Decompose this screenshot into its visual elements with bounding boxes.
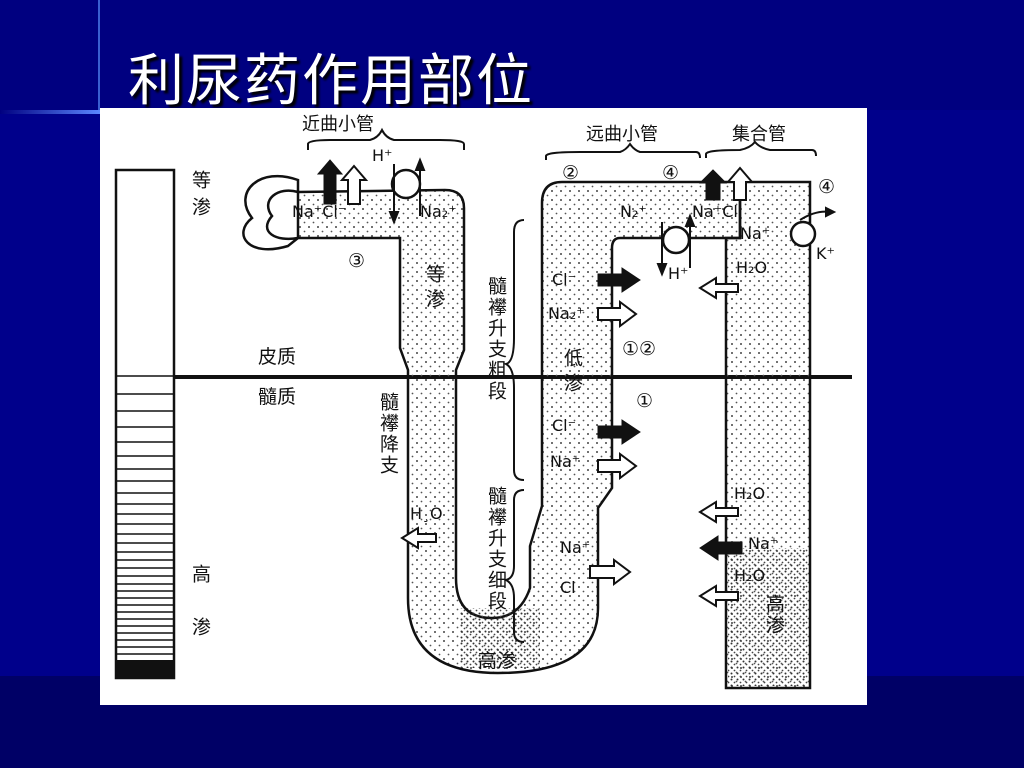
nephron-diagram: 近曲小管 远曲小管 集合管 髓襻降支 髓襻升支粗段 髓襻升支细段 等渗 等渗 低… — [100, 108, 867, 705]
open-arrows — [339, 164, 755, 608]
marker-site-4-collecting: ④ — [818, 176, 836, 198]
bowman-capsule — [242, 174, 300, 251]
loop-bottom-dense — [460, 608, 540, 668]
label-hypertonic-collecting: 高渗 — [763, 594, 785, 636]
solid-arrows — [316, 159, 743, 561]
ion-cl-upper: Cl⁻ — [552, 270, 577, 289]
distal-transporter — [661, 225, 691, 255]
proximal-transporter — [390, 168, 422, 200]
proximal-bracket — [307, 127, 465, 150]
ion-h-distal: H⁺ — [668, 264, 689, 283]
ion-nacl-distal: Na⁺Cl — [692, 202, 738, 221]
label-medulla: 髓质 — [258, 386, 297, 408]
accent-horizontal-line — [0, 110, 100, 114]
ion-na-lower: Na⁺ — [550, 452, 581, 471]
marker-site-1: ① — [636, 390, 654, 412]
thick-ascending-bracket — [503, 219, 525, 481]
ion-na-collecting: Na⁺ — [740, 224, 771, 243]
label-thick-ascending: 髓襻升支粗段 — [485, 276, 507, 402]
distal-bracket — [545, 142, 701, 160]
ion-na-thin: Na⁺ — [560, 538, 591, 557]
nephron-drawing — [114, 127, 852, 690]
ion-k-collecting: K⁺ — [816, 244, 835, 263]
marker-site-1-2: ①② — [622, 338, 657, 360]
label-thin-ascending: 髓襻升支细段 — [485, 486, 507, 612]
label-isotonic-scale: 等渗 — [189, 170, 211, 224]
ion-na2-distal: N₂⁺ — [620, 202, 647, 221]
collecting-duct-dense — [728, 548, 808, 686]
ion-na-collecting-lower: Na⁺ — [748, 534, 779, 553]
transport-lines — [388, 157, 837, 277]
marker-site-2-distal: ② — [562, 162, 580, 184]
ion-na2-proximal: Na₂⁺ — [420, 202, 457, 221]
label-cortex: 皮质 — [258, 346, 297, 368]
label-hypotonic: 低渗 — [561, 348, 583, 398]
label-descending-limb: 髓襻降支 — [377, 392, 399, 476]
label-hypertonic-loop: 高渗 — [478, 650, 517, 672]
accent-vertical-line — [98, 0, 100, 110]
ion-h2o-collecting-2: H₂O — [734, 566, 766, 585]
ion-h2o-collecting-1: H₂O — [734, 484, 766, 503]
thin-ascending-bracket — [503, 489, 525, 643]
marker-site-3: ③ — [348, 250, 366, 272]
label-proximal-tubule: 近曲小管 — [302, 114, 374, 135]
collecting-transporter — [789, 220, 817, 248]
label-hypertonic-scale: 高渗 — [189, 564, 211, 670]
label-isotonic-descending: 等渗 — [423, 264, 445, 314]
label-collecting-duct: 集合管 — [732, 124, 786, 145]
ion-h-proximal: H⁺ — [372, 146, 393, 165]
ion-cl-thin: Cl — [560, 578, 576, 597]
label-distal-tubule: 远曲小管 — [586, 124, 658, 145]
ion-cl-lower: Cl⁻ — [552, 416, 577, 435]
collecting-bracket — [705, 140, 817, 158]
ion-h2o-collecting-top: H₂O — [736, 258, 768, 277]
marker-site-4-distal: ④ — [662, 162, 680, 184]
ion-h2o-descending: H¸O — [410, 504, 443, 523]
ion-na2-upper: Na₂⁺ — [548, 304, 585, 323]
osmolarity-scale-bar — [114, 168, 176, 680]
slide-title: 利尿药作用部位 — [128, 49, 534, 114]
ion-nacl-proximal: Na⁺Cl⁻ — [292, 202, 347, 221]
